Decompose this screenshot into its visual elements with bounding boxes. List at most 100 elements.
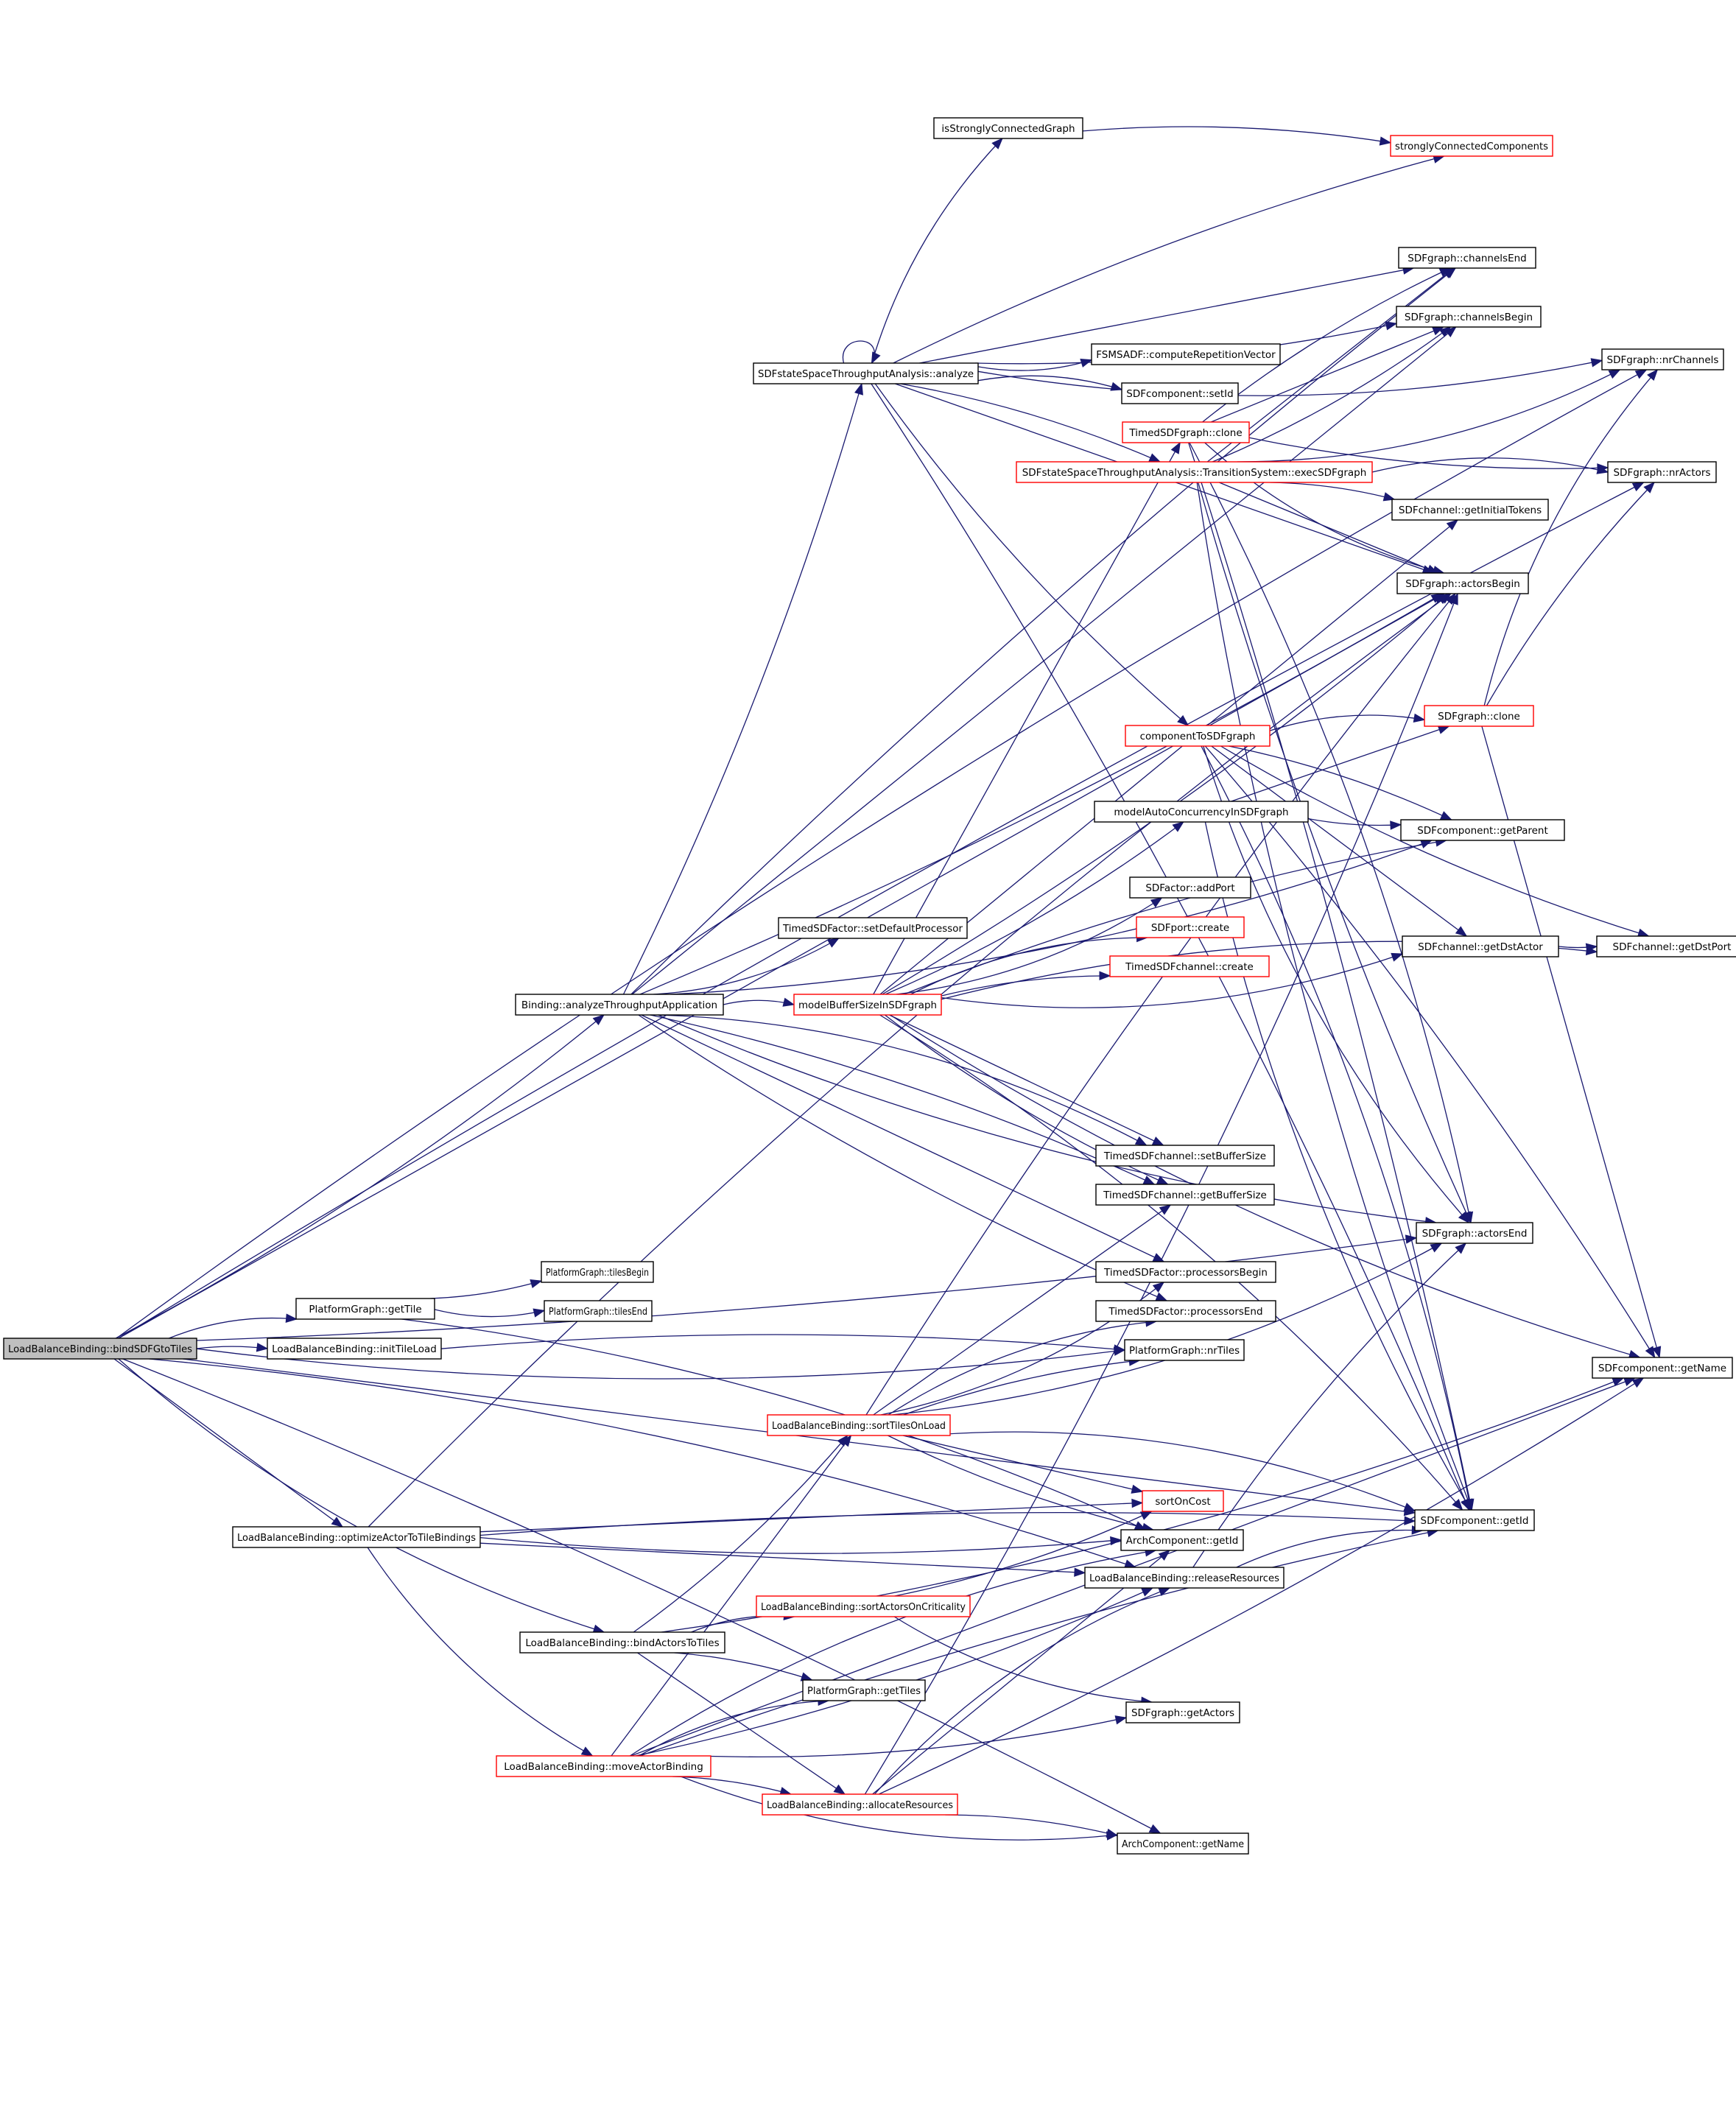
edge-modelbuffersizeinsdfgraph-to-timedsdfgraphclone: [873, 441, 1181, 995]
edge-line: [1371, 457, 1609, 473]
node-platformgraph-gettiles[interactable]: PlatformGraph::getTiles: [802, 1679, 926, 1701]
node-modelbuffersizeinsdfgraph[interactable]: modelBufferSizeInSDFgraph: [793, 994, 942, 1016]
node-isstronglyconnectedgraph[interactable]: isStronglyConnectedGraph: [933, 117, 1083, 139]
node-sdfgraph-nractors[interactable]: SDFgraph::nrActors: [1607, 461, 1717, 483]
node-box: [232, 1526, 481, 1548]
node-platformgraph-gettile[interactable]: PlatformGraph::getTile: [295, 1298, 435, 1320]
edge-componenttosdfgraph-to-sdfgetid: [1201, 745, 1474, 1511]
edge-line: [941, 953, 1403, 1008]
edge-line: [681, 1776, 1118, 1841]
edge-analyze-to-setid: [977, 375, 1123, 391]
node-archcomponent-getname[interactable]: ArchComponent::getName: [1117, 1832, 1249, 1855]
node-platformgraph-tilesend[interactable]: PlatformGraph::tilesEnd: [544, 1300, 653, 1322]
node-componenttosdfgraph[interactable]: componentToSDFgraph: [1125, 725, 1271, 747]
node-sortoncost[interactable]: sortOnCost: [1142, 1490, 1224, 1512]
node-loadbalancebinding-allocateresources[interactable]: LoadBalanceBinding::allocateResources: [762, 1793, 958, 1816]
node-loadbalancebinding-releaseresources[interactable]: LoadBalanceBinding::releaseResources: [1084, 1567, 1285, 1589]
edge-sortactorsoncriticality-to-getactors: [893, 1616, 1153, 1706]
node-sdfstatespacethroughputanalysis-transitionsystem-execsdfgraph[interactable]: SDFstateSpaceThroughputAnalysis::Transit…: [1016, 461, 1373, 483]
node-box: [778, 917, 968, 939]
node-label: stronglyConnectedComponents: [1395, 141, 1548, 152]
edge-optimizeactortotilebindings-to-actorsbegin: [368, 593, 1452, 1528]
edge-line: [630, 267, 1456, 995]
arrowhead-icon: [580, 1746, 594, 1757]
edge-line: [888, 1321, 1156, 1416]
node-loadbalancebinding-optimizeactortotilebindings[interactable]: LoadBalanceBinding::optimizeActorToTileB…: [232, 1526, 481, 1548]
edge-componenttosdfgraph-to-sdfgraphclone: [1269, 713, 1426, 731]
node-sdfcomponent-getparent[interactable]: SDFcomponent::getParent: [1400, 819, 1565, 841]
node-sdfcomponent-setid[interactable]: SDFcomponent::setId: [1121, 382, 1239, 404]
edge-bindactorstotiles-to-allocateresources: [637, 1652, 846, 1795]
node-label: SDFcomponent::setId: [1126, 388, 1233, 400]
arrowhead-icon: [1139, 1511, 1153, 1520]
node-loadbalancebinding-inittileload[interactable]: LoadBalanceBinding::initTileLoad: [267, 1338, 442, 1360]
node-timedsdfchannel-create[interactable]: TimedSDFchannel::create: [1109, 955, 1270, 977]
node-modelautoconcurrencyinsdfgraph[interactable]: modelAutoConcurrencyInSDFgraph: [1094, 801, 1309, 823]
node-box: [753, 362, 979, 384]
node-loadbalancebinding-bindsdfgtotiles[interactable]: LoadBalanceBinding::bindSDFGtoTiles: [3, 1338, 197, 1360]
node-stronglyconnectedcomponents[interactable]: stronglyConnectedComponents: [1390, 135, 1553, 157]
node-archcomponent-getid[interactable]: ArchComponent::getId: [1120, 1529, 1244, 1551]
arrowhead-icon: [826, 938, 840, 948]
edge-line: [118, 482, 1644, 1339]
node-loadbalancebinding-bindactorstotiles[interactable]: LoadBalanceBinding::bindActorsToTiles: [519, 1631, 725, 1654]
node-box: [267, 1338, 442, 1360]
node-sdfcomponent-getid[interactable]: SDFcomponent::getId: [1414, 1509, 1535, 1531]
edge-line: [1201, 745, 1472, 1511]
node-sdfchannel-getdstport[interactable]: SDFchannel::getDstPort: [1596, 935, 1736, 957]
edge-line: [873, 442, 1181, 995]
node-timedsdfactor-setdefaultprocessor[interactable]: TimedSDFactor::setDefaultProcessor: [778, 917, 968, 939]
node-timedsdfgraph-clone[interactable]: TimedSDFgraph::clone: [1122, 421, 1250, 443]
node-sdfstatespacethroughputanalysis-analyze[interactable]: SDFstateSpaceThroughputAnalysis::analyze: [753, 362, 979, 384]
node-sdfgraph-clone[interactable]: SDFgraph::clone: [1424, 705, 1534, 727]
edge-line: [889, 1014, 1164, 1146]
node-timedsdfchannel-getbuffersize[interactable]: TimedSDFchannel::getBufferSize: [1095, 1184, 1275, 1206]
edge-bindsdfgtotiles-to-archgetname: [122, 1358, 1162, 1834]
node-timedsdfactor-processorsbegin[interactable]: TimedSDFactor::processorsBegin: [1095, 1261, 1276, 1283]
node-sdfgraph-getactors[interactable]: SDFgraph::getActors: [1125, 1701, 1240, 1723]
node-sdfcomponent-getname[interactable]: SDFcomponent::getName: [1592, 1357, 1733, 1379]
edge-optimizeactortotilebindings-to-sdfgetid: [479, 1512, 1416, 1536]
edge-timedsdfgraphclone-to-channelsbegin: [1210, 326, 1445, 423]
arrowhead-icon: [256, 1343, 269, 1352]
edge-line: [1231, 725, 1449, 802]
node-box: [1391, 499, 1549, 521]
node-sdfport-create[interactable]: SDFport::create: [1136, 916, 1245, 938]
arrowhead-icon: [1442, 267, 1455, 278]
node-loadbalancebinding-moveactorbinding[interactable]: LoadBalanceBinding::moveActorBinding: [496, 1755, 711, 1777]
node-box: [1095, 1145, 1275, 1167]
node-label: LoadBalanceBinding::moveActorBinding: [504, 1761, 703, 1773]
node-label: PlatformGraph::tilesEnd: [549, 1306, 647, 1318]
node-timedsdfchannel-setbuffersize[interactable]: TimedSDFchannel::setBufferSize: [1095, 1145, 1275, 1167]
edge-line: [919, 267, 1414, 364]
edge-analyze-to-computerepetitionvector: [977, 358, 1093, 371]
node-sdfactor-addport[interactable]: SDFactor::addPort: [1129, 876, 1251, 899]
node-sdfgraph-channelsend[interactable]: SDFgraph::channelsEnd: [1398, 247, 1536, 269]
edge-line: [1192, 1243, 1466, 1568]
node-label: TimedSDFactor::processorsEnd: [1108, 1306, 1262, 1318]
node-platformgraph-nrtiles[interactable]: PlatformGraph::nrTiles: [1124, 1339, 1245, 1361]
node-sdfgraph-actorsbegin[interactable]: SDFgraph::actorsBegin: [1396, 572, 1529, 594]
node-timedsdfactor-processorsend[interactable]: TimedSDFactor::processorsEnd: [1095, 1300, 1276, 1322]
node-box: [519, 1631, 725, 1654]
node-sdfgraph-nrchannels[interactable]: SDFgraph::nrChannels: [1601, 348, 1724, 370]
edge-line: [1483, 369, 1658, 706]
node-box: [1396, 306, 1542, 328]
node-sdfchannel-getdstactor[interactable]: SDFchannel::getDstActor: [1402, 935, 1559, 957]
node-sdfgraph-channelsbegin[interactable]: SDFgraph::channelsBegin: [1396, 306, 1542, 328]
edge-analyzethroughputapplication-to-analyze: [622, 382, 863, 995]
node-sdfgraph-actorsend[interactable]: SDFgraph::actorsEnd: [1416, 1222, 1533, 1244]
node-sdfchannel-getinitialtokens[interactable]: SDFchannel::getInitialTokens: [1391, 499, 1549, 521]
node-loadbalancebinding-sortactorsoncriticality[interactable]: LoadBalanceBinding::sortActorsOnCritical…: [756, 1595, 971, 1617]
node-platformgraph-tilesbegin[interactable]: PlatformGraph::tilesBegin: [541, 1261, 654, 1283]
node-box: [1109, 955, 1270, 977]
node-loadbalancebinding-sorttilesonload[interactable]: LoadBalanceBinding::sortTilesOnLoad: [767, 1414, 951, 1436]
node-binding-analyzethroughputapplication[interactable]: Binding::analyzeThroughputApplication: [515, 994, 724, 1016]
edge-analyzethroughputapplication-to-actorsbegin: [639, 593, 1444, 995]
edge-modelautoconcurrencyinsdfgraph-to-getparent: [1307, 818, 1402, 830]
node-box: [1120, 1529, 1244, 1551]
node-fsmsadf-computerepetitionvector[interactable]: FSMSADF::computeRepetitionVector: [1091, 343, 1281, 365]
node-label: PlatformGraph::tilesBegin: [546, 1267, 649, 1279]
node-box: [933, 117, 1083, 139]
node-box: [1129, 876, 1251, 899]
